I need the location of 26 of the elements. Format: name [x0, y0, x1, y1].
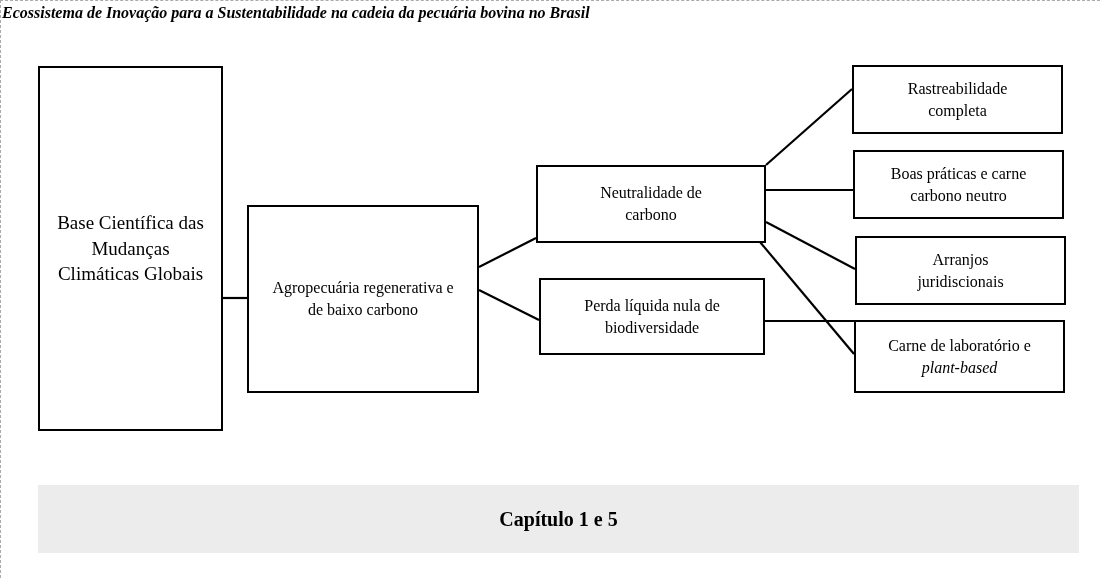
diagram-title: Ecossistema de Inovação para a Sustentabilidade na cadeia da pecuária bovina no Brasil	[2, 4, 590, 22]
connector-line	[765, 319, 854, 323]
concept-label: Agropecuária regenerativa e de baixo carbono	[271, 278, 455, 320]
concept-box	[247, 205, 479, 393]
connector-line	[478, 289, 540, 321]
connector-line	[223, 296, 247, 300]
concept-box	[855, 236, 1066, 305]
concept-box	[539, 278, 765, 355]
connector-line	[765, 88, 853, 166]
concept-box	[852, 65, 1063, 134]
concept-box	[853, 150, 1064, 219]
connector-line	[766, 188, 853, 192]
concept-label: Base Científica das Mudanças Climáticas Globais	[56, 211, 205, 287]
concept-label: Rastreabilidade completa	[906, 78, 1009, 122]
concept-label: Neutralidade de carbono	[599, 183, 703, 225]
connector-line	[759, 241, 855, 355]
connector-line	[478, 237, 537, 268]
concept-box	[854, 320, 1065, 393]
connector-line	[765, 221, 856, 270]
concept-label: Carne de laboratório e plant-based	[887, 335, 1032, 379]
concept-label: Perda líquida nula de biodiversidade	[583, 295, 721, 338]
concept-box	[536, 165, 766, 243]
concept-box	[38, 66, 223, 431]
chapter-label: Capítulo 1 e 5	[499, 506, 618, 533]
concept-label: Boas práticas e carne carbono neutro	[889, 163, 1028, 206]
concept-label: Arranjos juridiscionais	[916, 249, 1005, 293]
